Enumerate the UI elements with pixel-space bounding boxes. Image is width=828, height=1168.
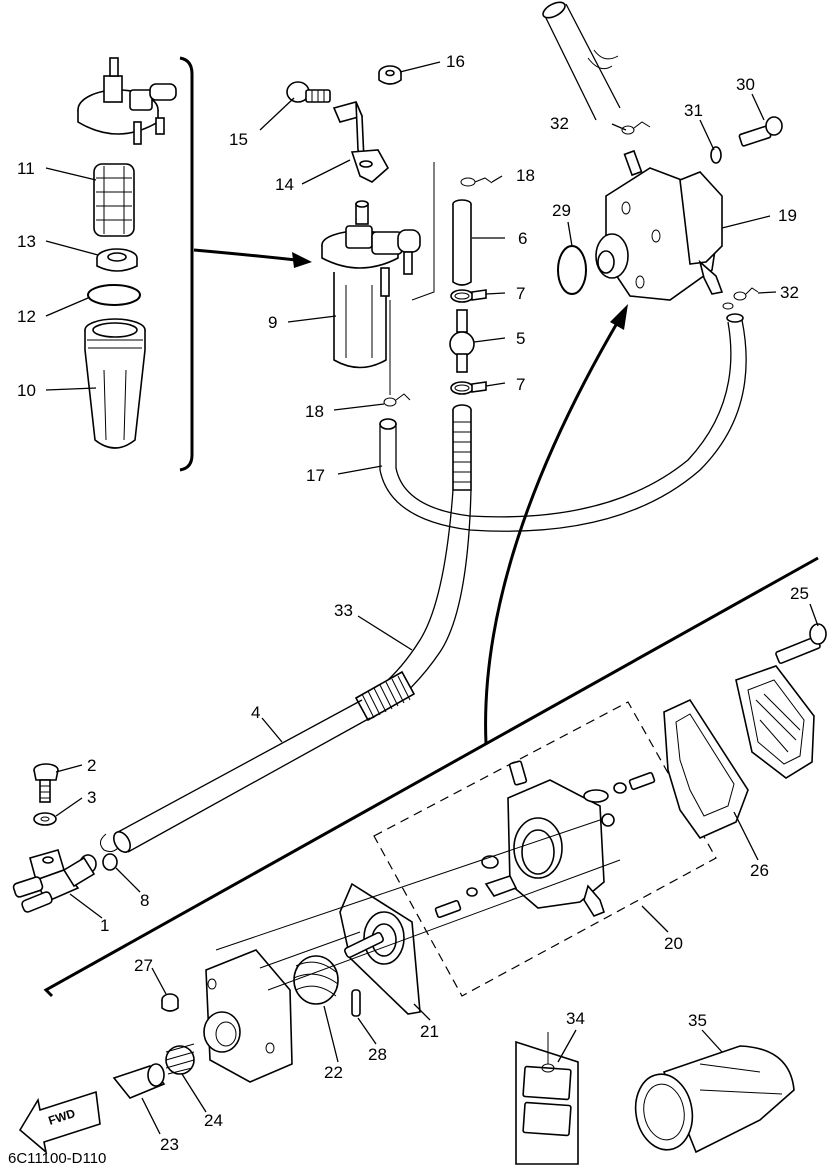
pump-drive-housing <box>507 760 605 917</box>
callout-13: 13 <box>17 232 36 251</box>
callout-26: 26 <box>750 861 769 880</box>
callout-19: 19 <box>778 206 797 225</box>
callout-29: 29 <box>552 201 571 220</box>
fwd-arrow: FWD <box>18 1090 101 1155</box>
filter-o-ring <box>87 284 141 306</box>
drive-fasteners <box>434 771 656 919</box>
fuel-pump-assembly <box>542 1 783 310</box>
fuel-hose-to-pump <box>379 313 747 532</box>
flow-arrow <box>484 304 628 745</box>
callout-20: 20 <box>664 934 683 953</box>
pump-gasket <box>663 698 749 839</box>
section-divider <box>43 556 819 998</box>
connector-clip <box>100 833 119 871</box>
callout-5: 5 <box>516 329 525 348</box>
hose-clip-upper <box>460 177 493 187</box>
callout-31: 31 <box>684 101 703 120</box>
plunger-spring <box>165 1043 195 1075</box>
main-fuel-hose <box>354 489 472 722</box>
filter-detail-bracket <box>179 56 194 472</box>
callout-35: 35 <box>688 1011 707 1030</box>
filter-cup <box>84 318 146 449</box>
callout-9: 9 <box>268 313 277 332</box>
callout-28: 28 <box>368 1045 387 1064</box>
pump-cover-plate <box>735 665 815 779</box>
callout-15: 15 <box>229 130 248 149</box>
pump-plunger <box>112 1063 166 1099</box>
connector-washer <box>33 812 57 826</box>
connector-screw <box>33 763 59 803</box>
bracket-nut <box>378 65 402 85</box>
diagram-code: 6C11100-D110 <box>8 1150 106 1167</box>
fuel-pump-body <box>595 149 724 301</box>
callout-24: 24 <box>204 1111 223 1130</box>
callout-2: 2 <box>87 756 96 775</box>
callout-27: 27 <box>134 956 153 975</box>
kit-group-box <box>373 701 717 997</box>
fuel-filter-body <box>321 200 421 369</box>
callout-7-upper: 7 <box>516 284 525 303</box>
callout-33: 33 <box>334 601 353 620</box>
callout-34: 34 <box>566 1009 585 1028</box>
pump-o-ring <box>557 245 587 295</box>
pump-base-block <box>203 949 293 1083</box>
callout-30: 30 <box>736 75 755 94</box>
callout-3: 3 <box>87 788 96 807</box>
bracket-bolt <box>286 81 331 103</box>
callout-18-lower: 18 <box>305 402 324 421</box>
cover-screw <box>775 623 827 665</box>
callout-12: 12 <box>17 307 36 326</box>
callout-22: 22 <box>324 1063 343 1082</box>
main-fuel-hose-coupling <box>354 670 416 722</box>
fuel-connector-group <box>12 763 119 913</box>
fuel-filter-assembly <box>286 65 493 491</box>
filter-detail-group <box>45 56 312 472</box>
callout-4: 4 <box>251 703 260 722</box>
callout-1: 1 <box>100 916 109 935</box>
upper-hose-fragment <box>542 1 621 121</box>
callout-21: 21 <box>420 1022 439 1041</box>
hose-clamp-upper <box>450 289 487 303</box>
pump-screw <box>738 116 783 147</box>
callout-14: 14 <box>275 175 294 194</box>
pump-clip-lower <box>722 287 759 310</box>
caution-label <box>515 1032 579 1165</box>
fuel-hose-corrugated-end <box>452 404 472 491</box>
filter-nut <box>96 248 138 272</box>
callout-6: 6 <box>518 229 527 248</box>
callout-32-lower: 32 <box>780 283 799 302</box>
callout-10: 10 <box>17 381 36 400</box>
pump-clip-upper <box>621 121 651 135</box>
callout-numbers: 1 2 3 4 5 6 7 7 8 9 10 11 12 13 14 15 16… <box>17 52 809 1154</box>
leader-lines <box>55 61 819 1135</box>
filter-head-detail <box>77 57 177 145</box>
detail-arrow <box>193 248 312 268</box>
callout-17: 17 <box>306 466 325 485</box>
hose-clamp-lower <box>450 381 487 395</box>
callout-32-upper: 32 <box>550 114 569 133</box>
pump-washer <box>710 146 722 164</box>
callout-23: 23 <box>160 1135 179 1154</box>
callout-25: 25 <box>790 584 809 603</box>
callout-8: 8 <box>140 891 149 910</box>
hose-boot <box>634 1045 795 1154</box>
filter-bracket <box>332 101 390 183</box>
hose-clip-lower <box>383 393 411 407</box>
callout-16: 16 <box>446 52 465 71</box>
callout-7-lower: 7 <box>516 375 525 394</box>
pump-drive-assembly <box>112 623 827 1099</box>
callout-18-upper: 18 <box>516 166 535 185</box>
fuel-connector <box>12 849 97 913</box>
block-nut <box>161 993 179 1012</box>
hose-joint <box>449 309 475 373</box>
filter-screen-element <box>93 163 135 237</box>
diaphragm-spring <box>293 955 339 1005</box>
fuel-supply-hose <box>113 699 371 853</box>
callout-11: 11 <box>17 159 35 178</box>
filter-hose <box>452 199 472 286</box>
plunger-pin <box>351 989 361 1017</box>
